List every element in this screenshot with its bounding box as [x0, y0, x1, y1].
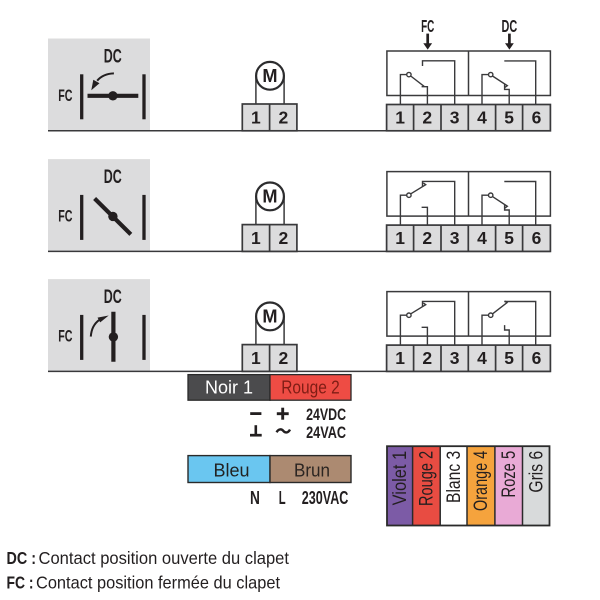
- svg-text:3: 3: [450, 348, 460, 368]
- svg-text:DC: DC: [502, 16, 518, 36]
- svg-text:3: 3: [450, 108, 460, 128]
- svg-text:Violet 1: Violet 1: [390, 451, 411, 506]
- svg-text:2: 2: [422, 348, 432, 368]
- svg-text:M: M: [262, 307, 277, 327]
- svg-text:N: N: [250, 487, 260, 508]
- svg-text:6: 6: [532, 108, 542, 128]
- svg-text:DC: DC: [104, 47, 122, 68]
- svg-text:1: 1: [395, 348, 405, 368]
- svg-text:Brun: Brun: [294, 459, 330, 480]
- svg-text:3: 3: [450, 228, 460, 248]
- svg-text:M: M: [262, 187, 277, 207]
- svg-text:24VDC: 24VDC: [306, 405, 346, 424]
- svg-text:4: 4: [477, 348, 487, 368]
- svg-text:Contact position fermée du cla: Contact position fermée du clapet: [36, 572, 280, 592]
- svg-text:FC: FC: [58, 327, 72, 346]
- svg-text:FC: FC: [421, 16, 434, 36]
- svg-text:M: M: [262, 66, 277, 86]
- svg-text:24VAC: 24VAC: [306, 423, 346, 442]
- svg-text:1: 1: [251, 108, 261, 128]
- svg-text:5: 5: [504, 348, 514, 368]
- svg-text:1: 1: [251, 228, 261, 248]
- svg-text:1: 1: [251, 348, 261, 368]
- svg-text:Blanc 3: Blanc 3: [444, 451, 465, 503]
- svg-text:DC: DC: [104, 287, 122, 308]
- svg-text:Rouge 2: Rouge 2: [281, 377, 340, 398]
- svg-text:5: 5: [504, 108, 514, 128]
- svg-text:FC: FC: [58, 86, 72, 105]
- svg-text:FC: FC: [58, 207, 72, 226]
- svg-text:2: 2: [422, 228, 432, 248]
- svg-text:2: 2: [279, 228, 289, 248]
- svg-text:DC :: DC :: [7, 548, 37, 568]
- svg-text:5: 5: [504, 228, 514, 248]
- svg-text:Bleu: Bleu: [214, 459, 250, 480]
- svg-text:2: 2: [279, 348, 289, 368]
- svg-text:DC: DC: [104, 167, 122, 188]
- svg-text:Gris 6: Gris 6: [526, 451, 547, 493]
- svg-text:230VAC: 230VAC: [302, 487, 349, 508]
- svg-text:2: 2: [279, 108, 289, 128]
- svg-text:L: L: [279, 487, 286, 508]
- svg-text:FC :: FC :: [7, 572, 34, 592]
- svg-text:6: 6: [532, 228, 542, 248]
- svg-text:4: 4: [477, 108, 487, 128]
- svg-text:Orange 4: Orange 4: [471, 451, 492, 511]
- svg-text:1: 1: [395, 108, 405, 128]
- svg-text:Contact position ouverte du cl: Contact position ouverte du clapet: [39, 548, 290, 568]
- svg-text:4: 4: [477, 228, 487, 248]
- svg-text:Rouge 2: Rouge 2: [417, 451, 438, 506]
- svg-text:Roze 5: Roze 5: [499, 451, 520, 498]
- svg-text:Noir 1: Noir 1: [205, 377, 253, 398]
- svg-text:1: 1: [395, 228, 405, 248]
- svg-text:2: 2: [422, 108, 432, 128]
- svg-text:6: 6: [532, 348, 542, 368]
